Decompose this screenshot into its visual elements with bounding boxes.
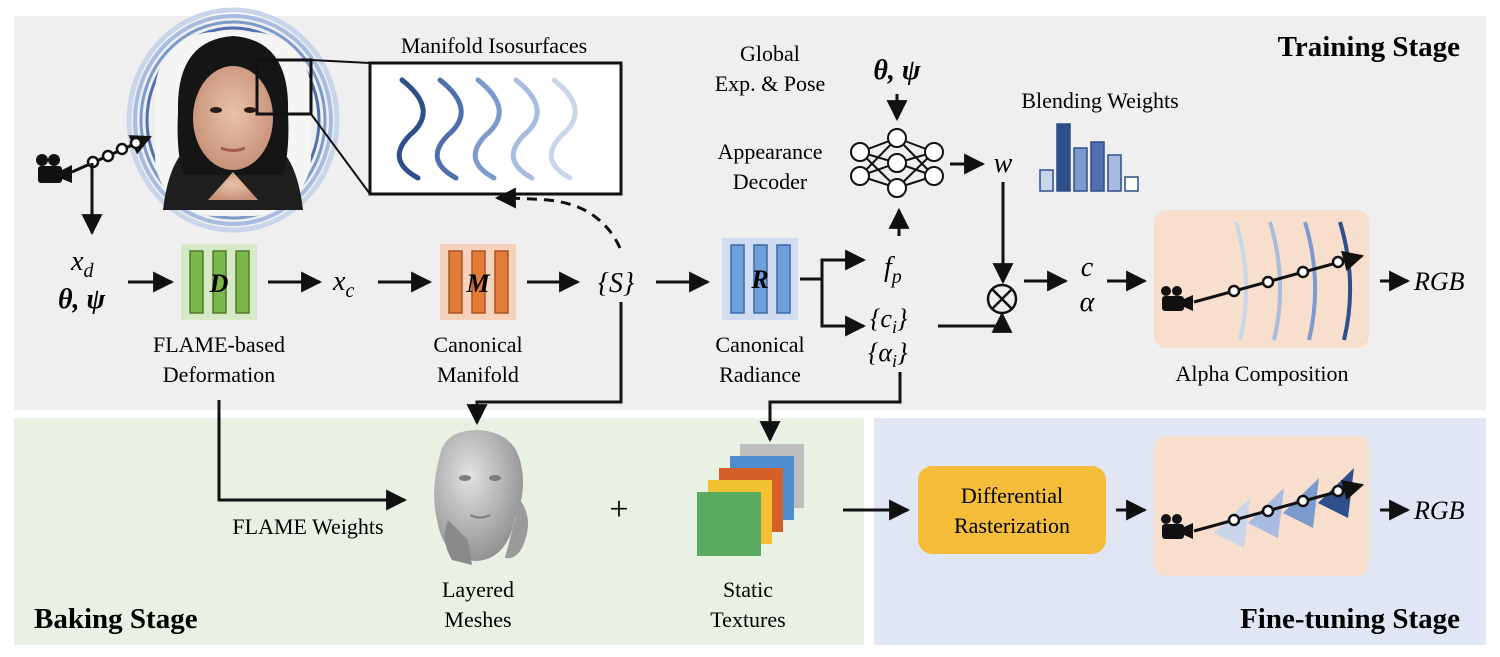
manifold-network-block: M xyxy=(440,244,516,320)
flame-weights-label: FLAME Weights xyxy=(232,514,383,539)
canonical-manifold-label-2: Manifold xyxy=(437,362,519,387)
alpha-output-label: α xyxy=(1080,287,1096,318)
differential-rasterization-label-1: Differential xyxy=(961,483,1063,508)
finetuning-stage-title: Fine-tuning Stage xyxy=(1240,603,1460,635)
alpha-composition-label: Alpha Composition xyxy=(1176,361,1349,386)
multiply-operator xyxy=(986,283,1018,315)
composition-surfaces xyxy=(1234,221,1353,341)
canonical-manifold-label-1: Canonical xyxy=(433,332,522,357)
deformation-network-block: D xyxy=(181,244,257,320)
manifold-isosurfaces-label: Manifold Isosurfaces xyxy=(401,33,587,58)
blending-weights-label: Blending Weights xyxy=(1021,88,1178,113)
differential-rasterization-label-2: Rasterization xyxy=(954,513,1070,538)
differential-rasterization-block xyxy=(918,466,1106,554)
global-label-1: Global xyxy=(740,41,800,66)
d-label: D xyxy=(209,269,229,298)
theta-psi-global-label: θ, ψ xyxy=(873,55,921,86)
baking-stage-title: Baking Stage xyxy=(34,603,198,635)
flame-deformation-label-1: FLAME-based xyxy=(153,332,285,357)
isosurface-set-label: {S} xyxy=(598,268,634,299)
static-textures-label-1: Static xyxy=(723,577,773,602)
camera-icon xyxy=(1161,514,1193,539)
plus-sign: + xyxy=(609,491,628,528)
blending-weights-histogram xyxy=(1039,123,1139,192)
camera-icon xyxy=(1161,286,1193,311)
alpha-composition-box xyxy=(1154,210,1369,348)
neural-network-icon xyxy=(850,128,944,198)
head-mesh-image xyxy=(434,430,529,565)
alphas-label: {αi} xyxy=(868,338,908,371)
canonical-radiance-label-1: Canonical xyxy=(715,332,804,357)
camera-icon xyxy=(36,154,72,183)
isosurface-curves xyxy=(396,77,578,181)
x-c-label: xc xyxy=(332,266,354,302)
rgb-output-training: RGB xyxy=(1413,267,1465,296)
portrait-image xyxy=(126,7,340,233)
zoom-region xyxy=(255,58,313,116)
c-output-label: c xyxy=(1081,252,1094,283)
w-label: w xyxy=(994,148,1013,179)
appearance-decoder-label-1: Appearance xyxy=(717,139,822,164)
flame-deformation-label-2: Deformation xyxy=(163,362,275,387)
colors-ci-label: {ci} xyxy=(870,304,908,337)
feature-fp-label: fp xyxy=(884,252,902,288)
appearance-decoder-label-2: Decoder xyxy=(733,169,808,194)
static-textures-stack xyxy=(697,444,804,556)
x-d-label: xd xyxy=(70,246,94,282)
rgb-output-finetuning: RGB xyxy=(1413,496,1465,525)
m-label: M xyxy=(465,269,490,298)
global-label-2: Exp. & Pose xyxy=(715,71,826,96)
layered-meshes-label-2: Meshes xyxy=(444,607,511,632)
training-stage-title: Training Stage xyxy=(1278,31,1460,63)
layered-meshes-label-1: Layered xyxy=(442,577,514,602)
r-label: R xyxy=(750,265,768,294)
static-textures-label-2: Textures xyxy=(710,607,785,632)
canonical-radiance-label-2: Radiance xyxy=(719,362,801,387)
theta-psi-input-label: θ, ψ xyxy=(58,284,106,315)
rasterization-output-box xyxy=(1154,436,1369,576)
radiance-network-block: R xyxy=(722,238,798,320)
